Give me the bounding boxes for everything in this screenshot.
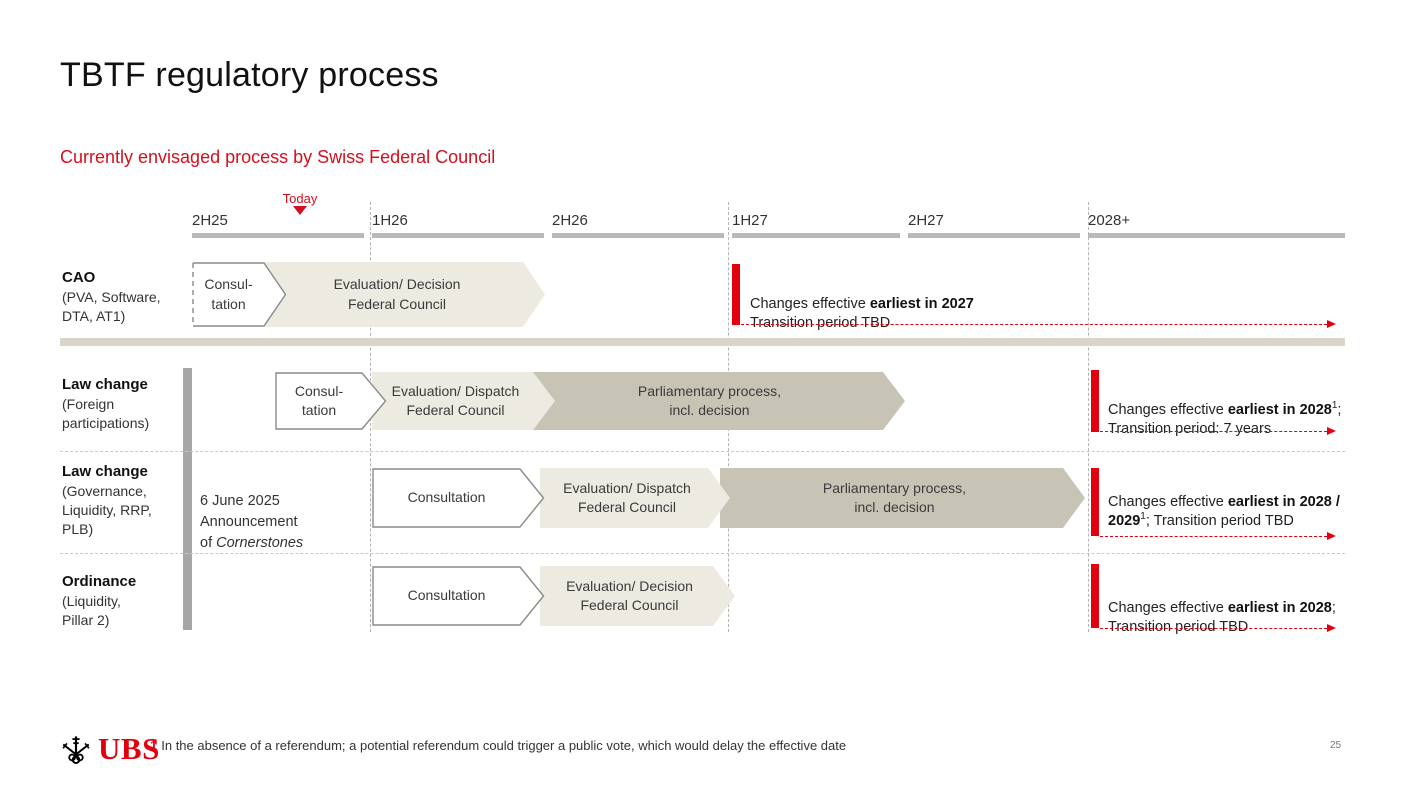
announcement-italic: Cornerstones [216, 535, 304, 552]
column-header-2h27: 2H27 [908, 212, 944, 229]
milestone-bold: earliest in 2028 / 2029 [1108, 494, 1340, 530]
milestone-text: Changes effective earliest in 2027 Trans… [750, 276, 1040, 333]
step-evaluation-dispatch: Evaluation/ Dispatch Federal Council [540, 468, 730, 528]
row-title: CAO [62, 269, 96, 286]
step-parliamentary-process: Parliamentary process, incl. decision [530, 372, 905, 430]
row-label-law-change-governance: Law change (Governance, Liquidity, RRP, … [62, 462, 182, 539]
ubs-keys-icon [62, 736, 90, 765]
column-header-2028: 2028+ [1088, 212, 1131, 229]
milestone-text: Changes effective earliest in 2028; Tran… [1108, 580, 1350, 637]
transition-arrow [1100, 623, 1336, 632]
row-divider [60, 553, 1345, 554]
column-header-2h25: 2H25 [192, 212, 228, 229]
step-consultation-shape [275, 372, 387, 430]
transition-arrow [1100, 426, 1336, 435]
today-label: Today [282, 191, 318, 206]
milestone-bar [732, 264, 740, 325]
column-bar [192, 233, 364, 238]
row-title: Law change [62, 463, 148, 480]
row-subtitle: (Governance, Liquidity, RRP, PLB) [62, 483, 152, 538]
column-bar [1088, 233, 1345, 238]
announcement-note: 6 June 2025 Announcement of Cornerstones [200, 470, 375, 554]
step-consultation-shape [372, 566, 545, 626]
footnote-text: In the absence of a referendum; a potent… [161, 738, 847, 753]
milestone-post: ; Transition period: 7 years [1108, 402, 1342, 438]
row-title: Law change [62, 376, 148, 393]
transition-arrow [1100, 531, 1336, 540]
ubs-wordmark: UBS [98, 731, 160, 766]
step-consultation: Consul- tation [294, 382, 344, 418]
section-divider [60, 338, 1345, 346]
column-bar [908, 233, 1080, 238]
milestone-text: Changes effective earliest in 2028 / 202… [1108, 474, 1350, 531]
step-evaluation-dispatch: Evaluation/ Dispatch Federal Council [372, 372, 555, 430]
step-consultation: Consultation [407, 587, 486, 604]
milestone-post: Transition period TBD [750, 315, 891, 332]
row-title: Ordinance [62, 573, 137, 590]
step-consultation: Consultation [407, 489, 486, 506]
milestone-post: ; Transition period TBD [1145, 513, 1294, 530]
milestone-text: Changes effective earliest in 20281; Tra… [1108, 382, 1350, 439]
milestone-bold: earliest in 2028 [1227, 600, 1332, 617]
step-evaluation-decision: Evaluation/ Decision Federal Council [265, 262, 545, 327]
milestone-bar [1091, 564, 1099, 628]
page-number: 25 [1330, 740, 1342, 751]
ubs-logo: UBS [58, 731, 160, 767]
row-divider [60, 451, 1345, 452]
page-title: TBTF regulatory process [60, 56, 439, 94]
milestone-pre: Changes effective [1108, 402, 1228, 419]
column-header-2h26: 2H26 [552, 212, 588, 229]
column-bar [552, 233, 724, 238]
milestone-post: ; Transition period TBD [1108, 600, 1336, 636]
step-consultation-shape [372, 468, 545, 528]
column-bar [372, 233, 544, 238]
row-label-law-change-foreign: Law change (Foreign participations) [62, 375, 182, 433]
slide-subtitle: Currently envisaged process by Swiss Fed… [60, 147, 496, 167]
milestone-bold: earliest in 2028 [1227, 402, 1332, 419]
step-parliamentary-process: Parliamentary process, incl. decision [720, 468, 1085, 528]
step-consultation-shape [192, 262, 287, 327]
row-subtitle: (Foreign participations) [62, 396, 150, 432]
milestone-pre: Changes effective [1108, 494, 1228, 511]
step-evaluation-decision: Evaluation/ Decision Federal Council [540, 566, 735, 626]
milestone-pre: Changes effective [750, 296, 870, 313]
gridline-2028 [1088, 202, 1089, 632]
step-consultation: Consul- tation [204, 276, 253, 312]
milestone-sup: 1 [1331, 400, 1338, 412]
milestone-bold: earliest in 2027 [869, 296, 974, 313]
announcement-text: 6 June 2025 Announcement of [200, 493, 298, 552]
row-label-cao: CAO (PVA, Software, DTA, AT1) [62, 268, 182, 326]
milestone-bar [1091, 468, 1099, 536]
row-subtitle: (Liquidity, Pillar 2) [62, 593, 121, 629]
footnote-marker: 1 [150, 738, 158, 753]
today-marker-icon [293, 206, 307, 215]
column-bar [732, 233, 900, 238]
row-subtitle: (PVA, Software, DTA, AT1) [62, 289, 161, 325]
column-header-1h27: 1H27 [732, 212, 768, 229]
row-label-ordinance: Ordinance (Liquidity, Pillar 2) [62, 572, 182, 630]
milestone-sup: 1 [1140, 511, 1146, 523]
transition-arrow [741, 319, 1336, 328]
milestone-pre: Changes effective [1108, 600, 1228, 617]
row-group-bar [183, 368, 192, 630]
milestone-bar [1091, 370, 1099, 432]
column-header-1h26: 1H26 [372, 212, 408, 229]
